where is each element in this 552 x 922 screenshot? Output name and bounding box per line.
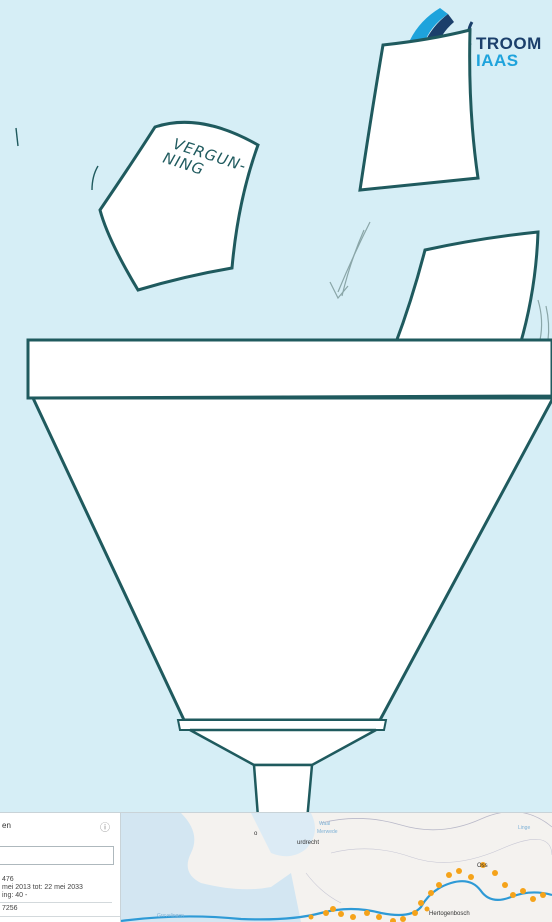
document-icon <box>395 232 538 345</box>
panel-scrollbar[interactable] <box>0 916 120 917</box>
result-id: 476 <box>2 876 14 883</box>
info-icon[interactable]: ⓘ <box>100 819 110 834</box>
map-label-o: o <box>254 831 257 837</box>
map-label-hertogenbosch: Hertogenbosch <box>429 911 470 917</box>
permit-list-panel: en ⓘ 476 mei 2013 tot: 22 mei 2033 ing: … <box>0 812 121 922</box>
document-icon <box>360 30 478 190</box>
list-divider <box>0 902 112 903</box>
logo-wordmark: TROOM IAAS <box>476 35 542 69</box>
logo-line2: IAAS <box>476 52 542 69</box>
panel-title: en <box>2 821 11 830</box>
result-date-range: mei 2013 tot: 22 mei 2033 <box>2 884 83 891</box>
map-label-oss: Oss <box>477 863 488 869</box>
map-view[interactable]: urdrecht Oss Hertogenbosch o Linge Greve… <box>121 812 552 922</box>
search-input[interactable] <box>0 846 114 865</box>
result-detail: ing: 40 - <box>2 892 27 899</box>
logo-line1: TROOM <box>476 35 542 52</box>
map-label-dordrecht: urdrecht <box>297 840 319 846</box>
map-label-merwede: Merwede <box>317 829 338 835</box>
map-label-linge: Linge <box>518 825 530 831</box>
result-id: 7256 <box>2 905 18 912</box>
map-label-grevelingen: Grevelingen <box>157 913 184 919</box>
permit-markers[interactable] <box>309 862 547 922</box>
map-label-waal: Waal <box>319 821 330 827</box>
